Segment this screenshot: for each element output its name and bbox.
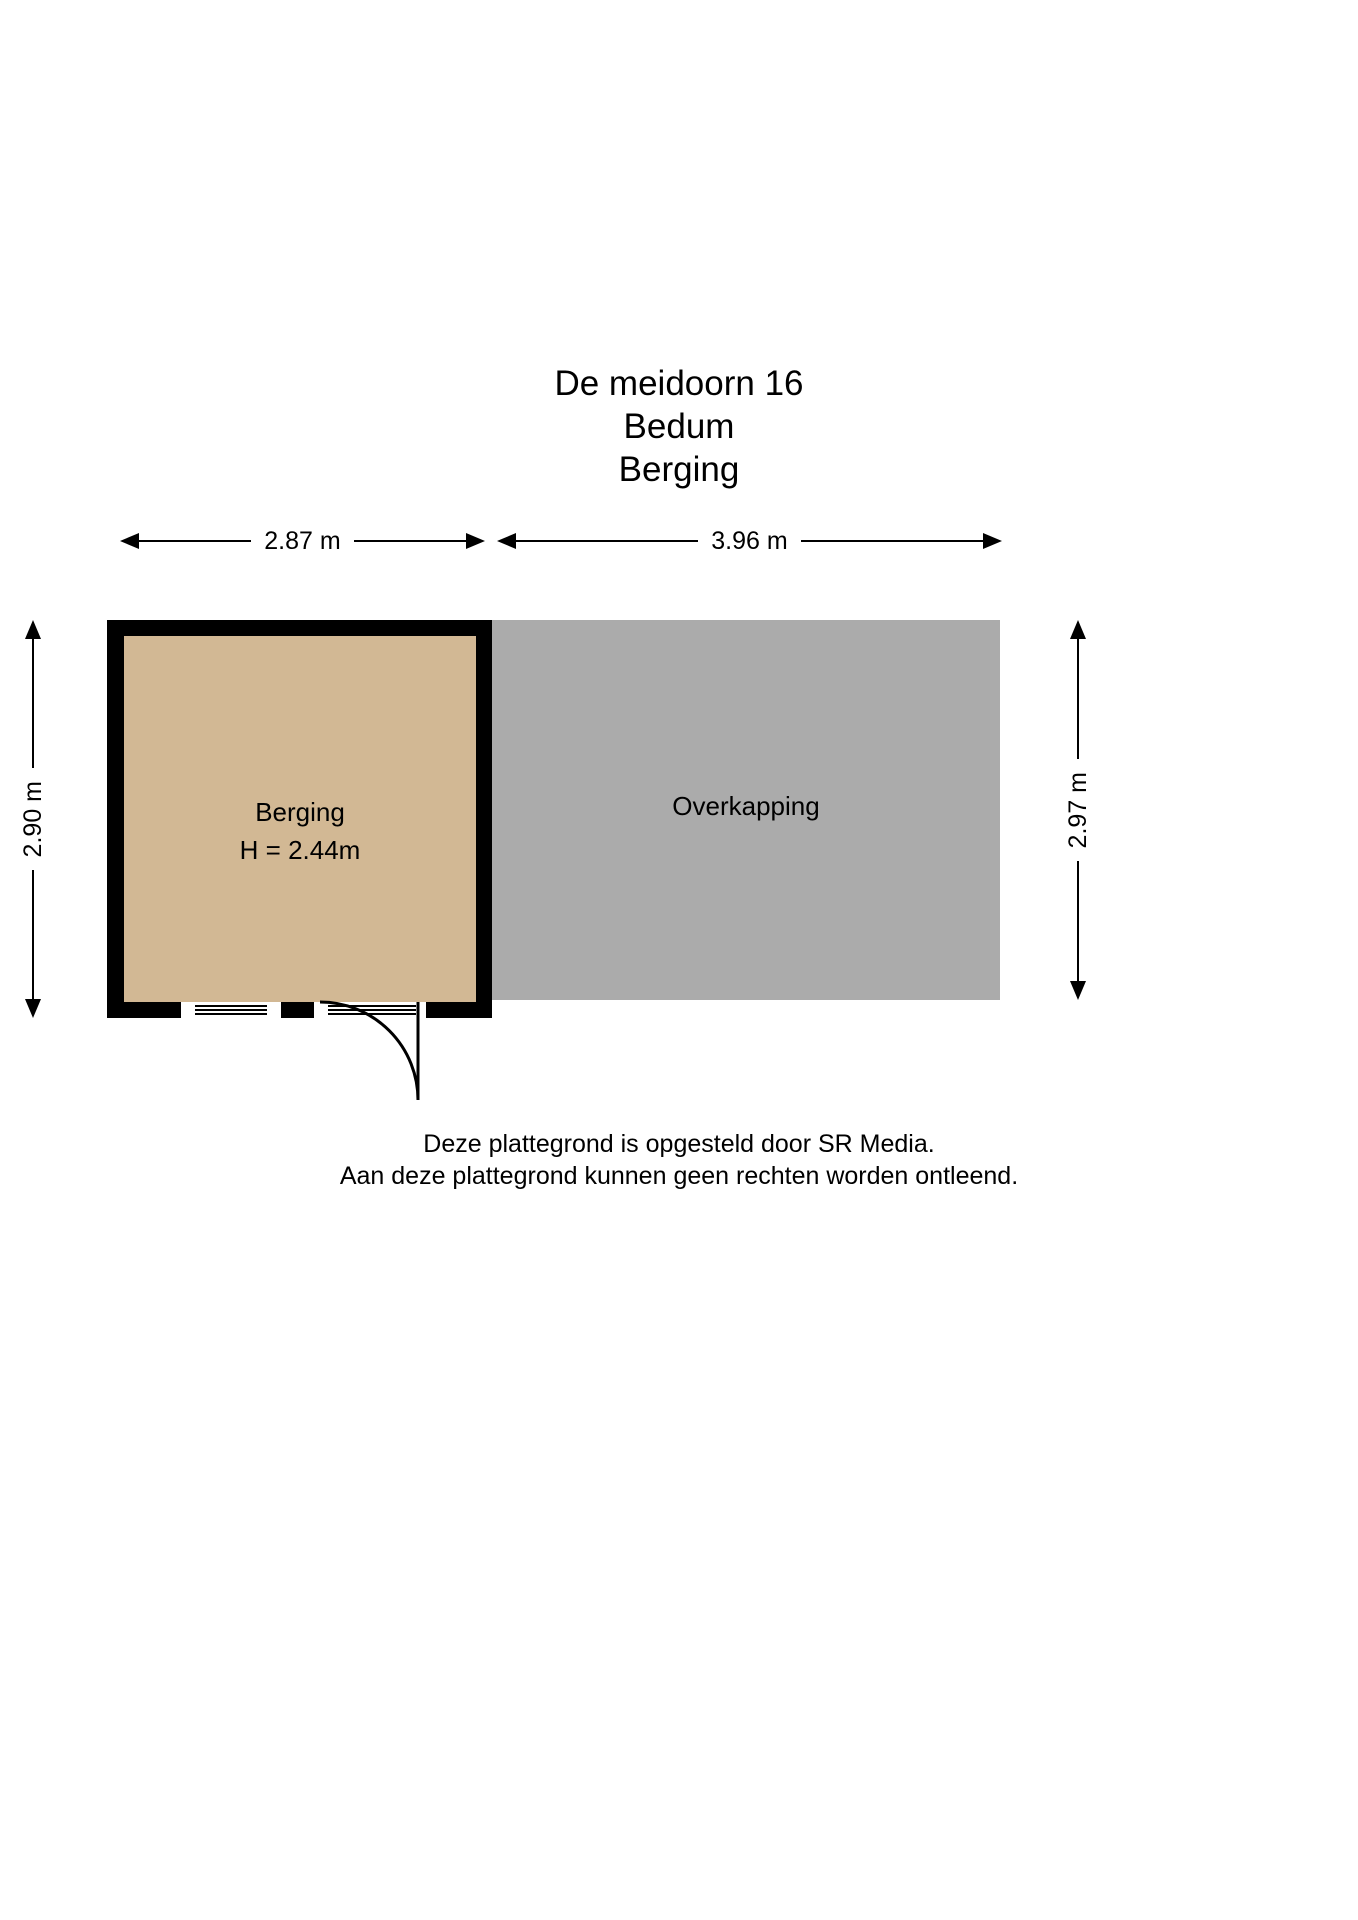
title-line-address: De meidoorn 16 <box>554 364 804 403</box>
arrow-up-icon <box>1070 620 1086 639</box>
arrow-left-icon <box>120 533 139 549</box>
room-label-overkapping: Overkapping <box>492 791 1000 821</box>
glazing-line <box>195 1009 267 1011</box>
footer-line-author: Deze plattegrond is opgesteld door SR Me… <box>423 1130 935 1158</box>
window-glazing-left <box>195 1002 267 1018</box>
dimension-line <box>353 540 466 542</box>
dimension-top-overkapping: 3.96 m <box>497 524 1002 558</box>
dimension-line <box>800 540 983 542</box>
arrow-up-icon <box>25 620 41 639</box>
arrow-left-icon <box>497 533 516 549</box>
dimension-line <box>1077 639 1079 759</box>
room-label-berging: Berging H = 2.44m <box>124 793 476 869</box>
dimension-label: 2.90 m <box>18 780 47 858</box>
dimension-label: 3.96 m <box>711 526 788 555</box>
footer-disclaimer: Deze plattegrond is opgesteld door SR Me… <box>0 1128 1358 1192</box>
room-name: Overkapping <box>672 791 820 821</box>
title-line-city: Bedum <box>623 407 735 446</box>
dimension-top-berging: 2.87 m <box>120 524 485 558</box>
glazing-line <box>328 1005 416 1007</box>
arrow-right-icon <box>983 533 1002 549</box>
arrow-down-icon <box>1070 981 1086 1000</box>
room-name: Berging <box>255 797 345 827</box>
page-title: De meidoorn 16 Bedum Berging <box>0 362 1358 491</box>
arrow-down-icon <box>25 999 41 1018</box>
dimension-line <box>516 540 699 542</box>
room-berging <box>124 636 476 1002</box>
dimension-label: 2.97 m <box>1063 771 1092 849</box>
door-jamb-left <box>314 1002 328 1018</box>
dimension-right-overkapping: 2.97 m <box>1061 620 1095 1000</box>
room-overkapping <box>492 620 1000 1000</box>
door-swing-arc-icon <box>319 1000 420 1101</box>
title-line-floor: Berging <box>618 450 740 489</box>
window-jamb-mid <box>267 1002 281 1018</box>
glazing-line <box>195 1005 267 1007</box>
glazing-line <box>328 1013 416 1015</box>
door-jamb-right <box>416 1002 426 1018</box>
glazing-line <box>328 1009 416 1011</box>
dimension-label: 2.87 m <box>264 526 341 555</box>
room-height: H = 2.44m <box>239 835 361 865</box>
glazing-line <box>195 1013 267 1015</box>
dimension-left-berging: 2.90 m <box>16 620 50 1018</box>
dimension-line <box>139 540 252 542</box>
dimension-line <box>32 870 34 999</box>
arrow-right-icon <box>466 533 485 549</box>
window-jamb-left <box>181 1002 195 1018</box>
footer-line-rights: Aan deze plattegrond kunnen geen rechten… <box>339 1162 1019 1190</box>
dimension-line <box>1077 861 1079 981</box>
dimension-line <box>32 639 34 768</box>
